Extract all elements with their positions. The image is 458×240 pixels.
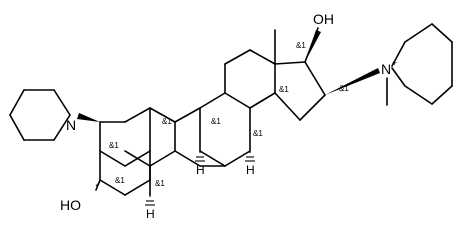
stereo-marker: &1 [296, 41, 306, 50]
hydrogen-labels: H H H [146, 163, 255, 221]
stereo-marker: &1 [115, 176, 125, 185]
hash-bonds [95, 151, 255, 206]
atom-labels: OH HO N N + [60, 11, 397, 213]
bond-lines [9, 23, 453, 196]
molecular-structure: OH HO N N + &1 &1 &1 &1 &1 &1 &1 &1 &1 H… [9, 11, 453, 221]
piperidinium-charge-label: + [392, 58, 397, 68]
hydroxyl-3-label: HO [60, 197, 81, 213]
hydrogen-label: H [246, 163, 255, 177]
stereo-marker: &1 [279, 85, 289, 94]
piperidinium-nitrogen-label: N [381, 61, 391, 77]
stereo-marker: &1 [253, 129, 263, 138]
wedge-bonds [77, 30, 380, 122]
hydroxyl-17-label: OH [313, 11, 334, 27]
stereo-marker: &1 [109, 141, 119, 150]
hydrogen-label: H [146, 207, 155, 221]
piperidine-nitrogen-label: N [66, 117, 76, 133]
stereo-marker: &1 [155, 179, 165, 188]
stereo-markers: &1 &1 &1 &1 &1 &1 &1 &1 &1 [109, 41, 349, 188]
stereo-marker: &1 [339, 84, 349, 93]
stereo-marker: &1 [162, 117, 172, 126]
hydrogen-label: H [196, 163, 205, 177]
stereo-marker: &1 [211, 117, 221, 126]
